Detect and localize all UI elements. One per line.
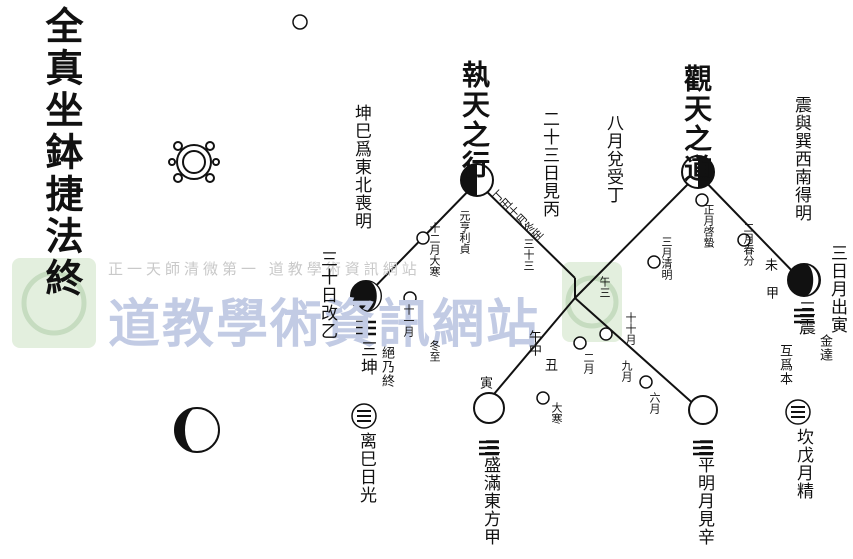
note-zhen-sub2: 互爲本 (777, 344, 792, 386)
branch-text: 九月 (620, 360, 633, 382)
moon-phase-half-icon-right (681, 155, 715, 189)
large-moon-icon (174, 407, 220, 453)
branch-text: 十十月 (624, 312, 637, 345)
watermark-logo-ring-left (21, 270, 87, 336)
note-qian-bottom-left: 三盛滿東方甲 (480, 438, 500, 546)
branch-node-icon (695, 193, 709, 207)
note-kun-northeast: 坤巳爲東北喪明 (351, 104, 371, 230)
note-sun-light: 离巳日光 (356, 432, 376, 504)
watermark-logo-ring-right (565, 275, 619, 329)
ring-ornament-icon (168, 141, 220, 183)
branch-text: 元亨利貞 (458, 210, 471, 254)
branch-text: 大寒 (550, 402, 563, 424)
trigram-circle-icon-left (351, 403, 377, 429)
branch-text: 丑 (542, 358, 557, 371)
branch-node-icon (639, 375, 653, 389)
branch-node-icon (403, 291, 417, 305)
full-moon-icon-right (688, 395, 718, 425)
trigram-bars-icon (356, 308, 814, 456)
branch-text: 午三 (598, 276, 611, 298)
note-kun-bottom: 三坤 (357, 340, 377, 376)
branch-node-icon (647, 255, 661, 269)
watermark-brand: 道教學術資訊網站 (108, 295, 541, 355)
note-month8: 八月兌受丁 (603, 114, 623, 204)
branch-text: 正月啓蟄 (702, 204, 715, 248)
heading-left: 執天之行 (458, 60, 491, 180)
branch-line-right-upper (574, 173, 699, 299)
branch-line-center-right (574, 297, 698, 408)
moon-phase-crescent-icon (787, 263, 821, 297)
label-yin: 寅 (477, 376, 492, 390)
branch-text: 六月 (648, 392, 661, 414)
full-moon-icon-left (473, 392, 505, 424)
label-shen: 甲 (763, 286, 778, 300)
note-zhen-sub: 金達 (817, 334, 832, 362)
branch-text: 未 (762, 258, 777, 271)
branch-node-icon (536, 391, 550, 405)
branch-node-icon (737, 233, 751, 247)
branch-text: 二月春分 (742, 222, 755, 266)
branch-text: 十一月 (402, 304, 415, 337)
branch-line-right-lower (697, 173, 799, 278)
branch-text: 十二月大寒 (428, 222, 441, 277)
small-circle-icon (292, 14, 308, 30)
heading-right: 觀天之道 (680, 64, 713, 184)
note-day23: 二十三日見丙 (539, 110, 559, 218)
branch-line-left-lower (476, 181, 576, 279)
note-zhen-bottom: 三震 (795, 300, 815, 336)
branch-line-center-left (488, 297, 576, 401)
branch-node-icon (416, 231, 430, 245)
watermark-caption: 正一天師清微第一 道教學術資訊網站 (108, 260, 421, 278)
note-zhen-southwest: 震與巽西南得明 (791, 96, 811, 222)
note-kun-sub: 絕乃終 (379, 346, 394, 388)
note-qian-bottom-right: 三平明月見辛 (694, 438, 714, 546)
branch-text: 午中 (526, 330, 541, 356)
moon-phase-half-icon-left (460, 163, 494, 197)
note-zhen-moon: 坎戊月精 (793, 428, 813, 500)
trigram-circle-icon-right (785, 399, 811, 425)
branch-node-icon (573, 336, 587, 350)
branch-text: 二月 (582, 352, 595, 374)
moon-phase-dark-icon (350, 280, 382, 312)
page-title: 全真坐鉢捷法終 (39, 6, 84, 300)
note-day30: 三十日改乙 (317, 250, 337, 340)
branch-text: 三月清明 (660, 236, 673, 280)
branch-text: 冬至 (428, 340, 441, 362)
branch-text: 三十三 (522, 238, 535, 271)
note-day3: 三日月出寅 (827, 244, 847, 334)
branch-node-icon (599, 327, 613, 341)
